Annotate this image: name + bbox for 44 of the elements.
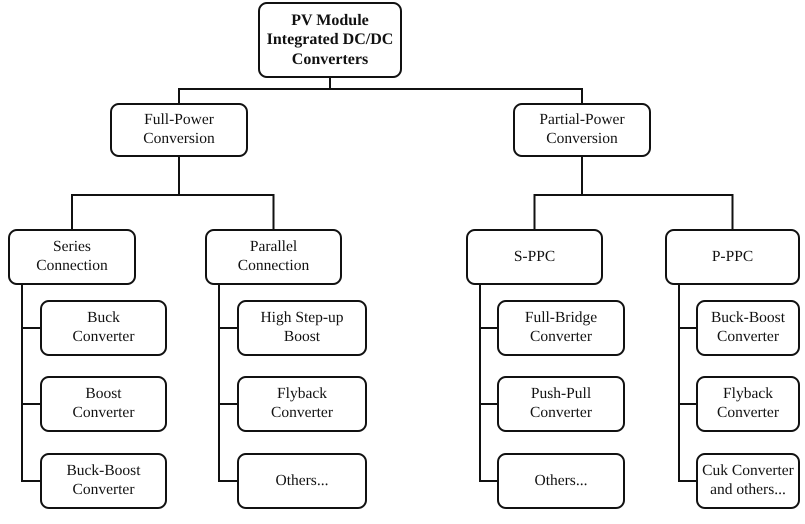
connector-line: [479, 285, 497, 482]
node-box: [513, 103, 651, 157]
node-label: PV Module Integrated DC/DC Converters: [266, 11, 394, 69]
node-label: Flyback Converter: [716, 385, 780, 423]
node-label: Partial-Power Conversion: [538, 111, 626, 149]
connector-line: [581, 157, 734, 229]
connector-line: [678, 285, 696, 482]
node-label: Full-Bridge Converter: [524, 309, 598, 347]
node-label: P-PPC: [712, 248, 754, 266]
node-box: [40, 300, 167, 356]
node-box: [258, 2, 402, 78]
node-box: [665, 229, 800, 285]
node-box: [497, 300, 625, 356]
node-box: [40, 376, 167, 432]
connector-line: [21, 285, 40, 482]
node-label: Cuk Converter and others...: [701, 462, 795, 500]
node-box: [8, 229, 136, 285]
node-box: [40, 453, 167, 509]
node-label: Series Connection: [35, 238, 109, 276]
connector-line: [218, 285, 237, 482]
node-label: Buck Converter: [72, 309, 136, 347]
node-label: Buck-Boost Converter: [710, 309, 786, 347]
node-box: [696, 453, 800, 509]
connector-line: [329, 78, 583, 103]
node-label: Others...: [276, 472, 328, 490]
node-box: [110, 103, 248, 157]
node-label: Boost Converter: [72, 385, 136, 423]
node-box: [237, 376, 367, 432]
node-box: [696, 376, 800, 432]
node-label: Parallel Connection: [236, 238, 310, 276]
node-label: Push-Pull Converter: [529, 385, 593, 423]
node-box: [205, 229, 342, 285]
node-box: [466, 229, 603, 285]
node-label: S-PPC: [514, 248, 556, 266]
node-label: Full-Power Conversion: [142, 111, 216, 149]
node-box: [237, 453, 367, 509]
node-label: Buck-Boost Converter: [65, 462, 142, 500]
node-box: [497, 376, 625, 432]
node-label: High Step-up Boost: [259, 309, 345, 347]
node-label: Others...: [534, 472, 588, 490]
node-box: [237, 300, 367, 356]
node-label: Flyback Converter: [270, 385, 334, 423]
node-box: [696, 300, 800, 356]
node-box: [497, 453, 625, 509]
